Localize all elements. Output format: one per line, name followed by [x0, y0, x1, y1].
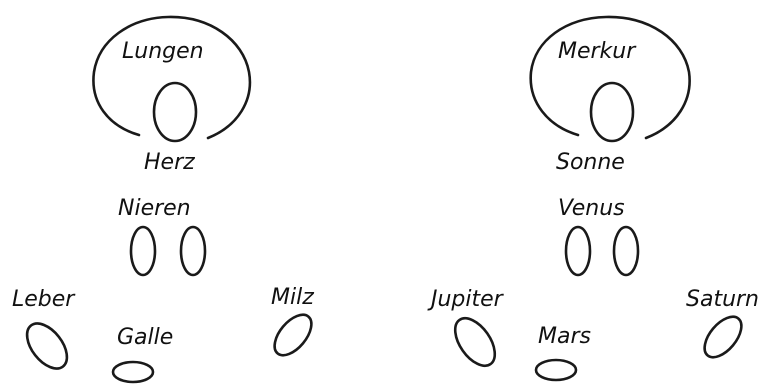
jupiter-shape: [447, 311, 503, 372]
venus-right-shape: [614, 227, 638, 275]
liver-shape: [19, 316, 75, 375]
sun-label: Sonne: [556, 150, 625, 175]
kidneys-label: Nieren: [118, 196, 191, 221]
liver-label: Leber: [12, 287, 76, 312]
mars-label: Mars: [538, 324, 591, 349]
lungs-shape: [93, 17, 249, 138]
jupiter-label: Jupiter: [427, 287, 505, 312]
heart-label: Herz: [144, 150, 195, 175]
saturn-shape: [698, 310, 749, 363]
organs-figure: Lungen Herz Nieren Leber Galle Milz: [12, 17, 318, 382]
kidney-right-shape: [181, 227, 205, 275]
gallbladder-shape: [113, 362, 153, 382]
heart-shape: [154, 83, 196, 141]
sun-shape: [591, 83, 633, 141]
mercury-label: Merkur: [558, 39, 637, 64]
mars-shape: [536, 360, 576, 380]
mercury-shape: [531, 17, 690, 138]
kidney-left-shape: [131, 227, 155, 275]
spleen-shape: [268, 308, 319, 361]
spleen-label: Milz: [271, 285, 314, 310]
venus-label: Venus: [558, 196, 625, 221]
saturn-label: Saturn: [686, 287, 759, 312]
lungs-label: Lungen: [122, 39, 204, 64]
planets-figure: Merkur Sonne Venus Jupiter Mars Saturn: [427, 17, 759, 380]
venus-left-shape: [566, 227, 590, 275]
gallbladder-label: Galle: [117, 325, 173, 350]
